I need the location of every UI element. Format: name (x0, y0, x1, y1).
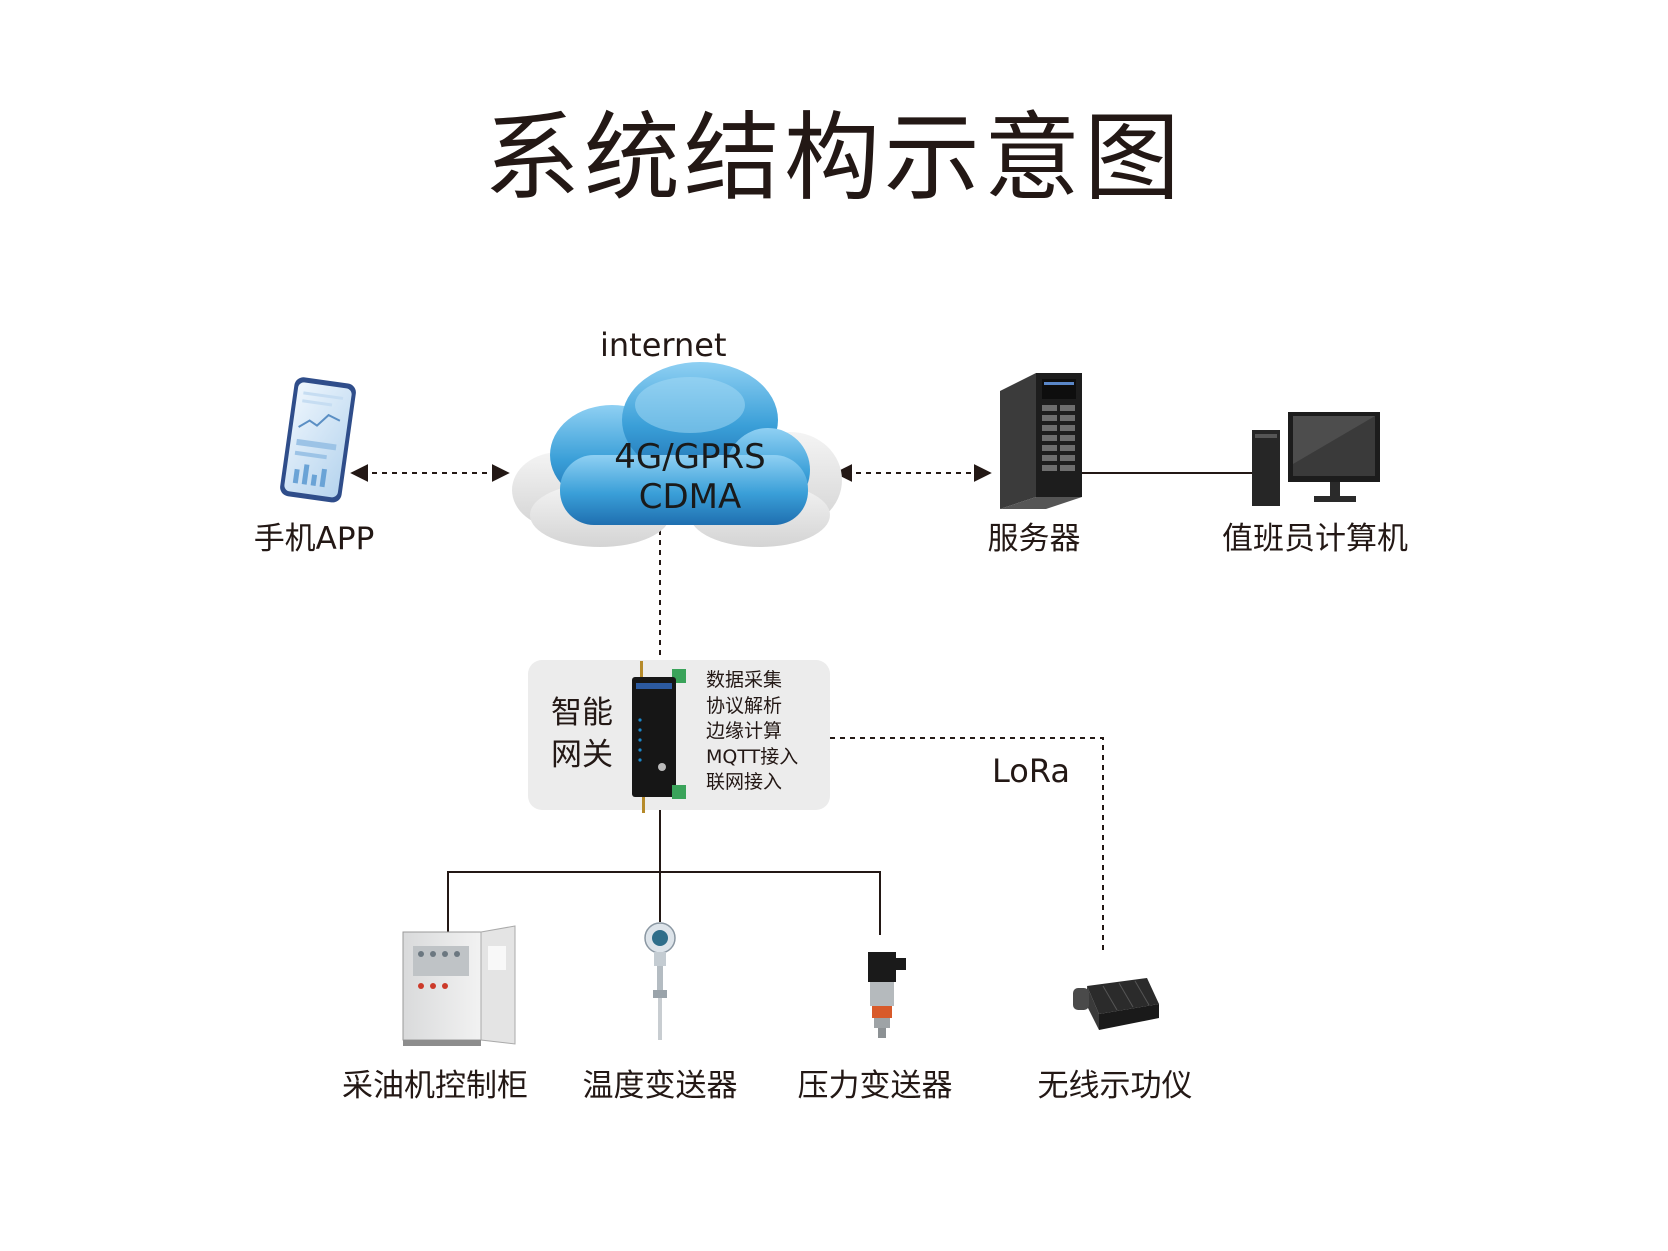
gateway-feature: 边缘计算 (706, 720, 783, 742)
temp-transmitter-label: 温度变送器 (582, 1068, 738, 1104)
lora-label: LoRa (992, 752, 1070, 790)
tower-server-icon (1000, 373, 1082, 509)
smartphone-icon (280, 377, 356, 503)
gateway-device-icon (632, 661, 686, 813)
phone-app-label: 手机APP (253, 521, 375, 557)
gateway-name-line-1: 智能 (551, 695, 613, 731)
desktop-computer-icon (1252, 412, 1380, 506)
temperature-transmitter-icon (644, 922, 676, 1040)
link-gateway-lora (830, 737, 1104, 952)
cloud-line-2: CDMA (638, 477, 742, 517)
control-cabinet-icon (402, 925, 516, 1046)
pump-cabinet-label: 采油机控制柜 (342, 1068, 528, 1104)
pressure-transmitter-icon (868, 952, 906, 1038)
cloud-text: 4G/GPRS CDMA (575, 437, 805, 517)
gateway-name-line-2: 网关 (551, 737, 613, 773)
cloud-icon (512, 362, 842, 547)
page-title: 系统结构示意图 (484, 102, 1184, 214)
internet-label: internet (600, 326, 727, 364)
duty-computer-label: 值班员计算机 (1222, 521, 1408, 557)
cloud-line-1: 4G/GPRS (614, 437, 766, 477)
gateway-feature: MQTT接入 (706, 745, 799, 768)
server-label: 服务器 (987, 521, 1081, 557)
link-bus-horizontal (447, 871, 881, 935)
gateway-features: 数据采集 协议解析 边缘计算 MQTT接入 联网接入 (706, 668, 798, 796)
pressure-transmitter-label: 压力变送器 (797, 1068, 953, 1104)
gateway-feature: 协议解析 (706, 694, 783, 717)
gateway-feature: 联网接入 (706, 771, 783, 793)
dynamometer-icon (1073, 978, 1159, 1030)
gateway-name: 智能 网关 (551, 692, 613, 776)
gateway-feature: 数据采集 (706, 669, 783, 691)
wireless-dynamometer-label: 无线示功仪 (1037, 1068, 1193, 1104)
